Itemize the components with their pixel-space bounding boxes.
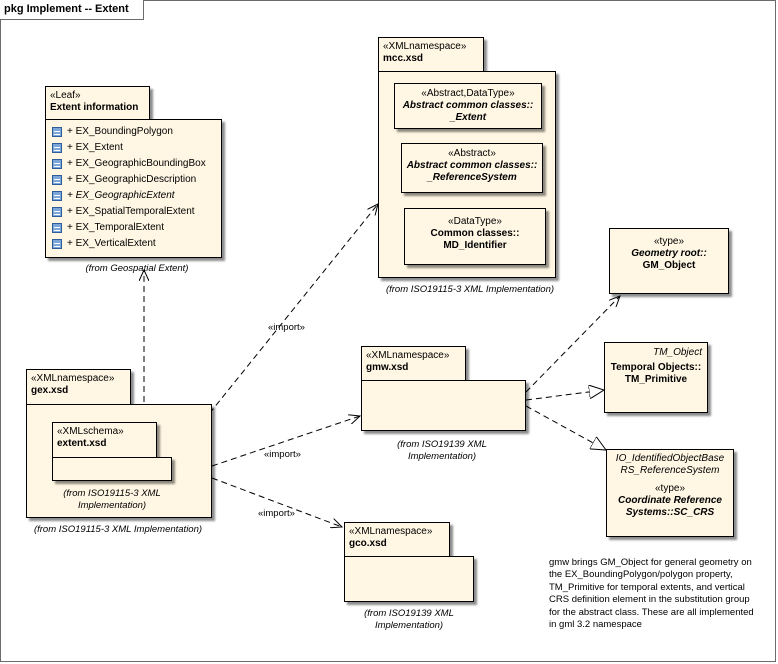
leaf-item[interactable]: + EX_BoundingPolygon [52, 124, 221, 140]
gm-object-class[interactable]: «type» Geometry root:: GM_Object [609, 228, 729, 294]
leaf-item[interactable]: + EX_Extent [52, 140, 221, 156]
leaf-item[interactable]: + EX_GeographicExtent [52, 188, 221, 204]
gco-header[interactable]: «XMLnamespace» gco.xsd [344, 522, 450, 557]
leaf-item[interactable]: + EX_TemporalExtent [52, 220, 221, 236]
import-label-mcc: «import» [268, 322, 305, 333]
sc-crs-class[interactable]: IO_IdentifiedObjectBase RS_ReferenceSyst… [606, 449, 734, 537]
extent-xsd-body[interactable] [52, 457, 172, 481]
class-icon [52, 191, 62, 201]
reference-system-class[interactable]: «Abstract» Abstract common classes:: _Re… [401, 143, 543, 193]
mcc-name: mcc.xsd [383, 53, 424, 64]
gmw-to-tm-primitive [525, 390, 604, 401]
extent-xsd-from-note: (from ISO19115-3 XML Implementation) [63, 488, 161, 511]
extent-class[interactable]: «Abstract,DataType» Abstract common clas… [394, 83, 542, 129]
gex-stereotype: «XMLnamespace» [31, 373, 115, 384]
gco-from-note: (from ISO19139 XML Implementation) [364, 608, 454, 631]
gmw-body[interactable] [361, 380, 526, 431]
gco-body[interactable] [344, 556, 474, 602]
gmw-header[interactable]: «XMLnamespace» gmw.xsd [361, 346, 466, 381]
gmw-to-sc-crs [525, 405, 606, 450]
leaf-class-list: + EX_BoundingPolygon + EX_Extent + EX_Ge… [45, 119, 222, 258]
extent-xsd-name: extent.xsd [57, 438, 107, 449]
leaf-item[interactable]: + EX_GeographicBoundingBox [52, 156, 221, 172]
class-icon [52, 159, 62, 169]
import-label-gmw: «import» [264, 449, 301, 460]
leaf-item[interactable]: + EX_SpatialTemporalExtent [52, 204, 221, 220]
mcc-header[interactable]: «XMLnamespace» mcc.xsd [378, 37, 484, 72]
gex-name: gex.xsd [31, 385, 69, 396]
class-icon [52, 175, 62, 185]
leaf-item[interactable]: + EX_GeographicDescription [52, 172, 221, 188]
extent-xsd-header[interactable]: «XMLschema» extent.xsd [52, 422, 157, 458]
gmw-stereotype: «XMLnamespace» [366, 350, 450, 361]
import-to-gmw [211, 416, 360, 467]
leaf-stereotype: «Leaf» [50, 90, 81, 101]
gex-header[interactable]: «XMLnamespace» gex.xsd [26, 369, 131, 405]
gco-stereotype: «XMLnamespace» [349, 526, 433, 537]
mcc-stereotype: «XMLnamespace» [383, 41, 467, 52]
extent-information-package[interactable]: «Leaf» Extent information + EX_BoundingP… [45, 86, 222, 258]
gex-from-note: (from ISO19115-3 XML Implementation) [33, 524, 203, 535]
import-to-gco [211, 477, 342, 527]
leaf-header: «Leaf» Extent information [45, 86, 150, 120]
class-icon [52, 143, 62, 153]
gco-name: gco.xsd [349, 538, 387, 549]
diagram-note: gmw brings GM_Object for general geometr… [549, 557, 754, 631]
class-icon [52, 223, 62, 233]
md-identifier-class[interactable]: «DataType» Common classes:: MD_Identifie… [404, 208, 546, 265]
tm-primitive-class[interactable]: TM_Object Temporal Objects:: TM_Primitiv… [604, 342, 708, 413]
gmw-to-gm-object [525, 296, 620, 393]
leaf-item[interactable]: + EX_VerticalExtent [52, 236, 221, 252]
frame-title: pkg Implement -- Extent [0, 0, 144, 20]
import-label-gco: «import» [258, 508, 295, 519]
leaf-from-note: (from Geospatial Extent) [85, 263, 189, 274]
mcc-from-note: (from ISO19115-3 XML Implementation) [385, 284, 555, 295]
gmw-from-note: (from ISO19139 XML Implementation) [397, 439, 487, 462]
class-icon [52, 127, 62, 137]
class-icon [52, 207, 62, 217]
gmw-name: gmw.xsd [366, 362, 409, 373]
leaf-name: Extent information [50, 102, 139, 113]
class-icon [52, 239, 62, 249]
extent-xsd-stereotype: «XMLschema» [57, 426, 124, 437]
